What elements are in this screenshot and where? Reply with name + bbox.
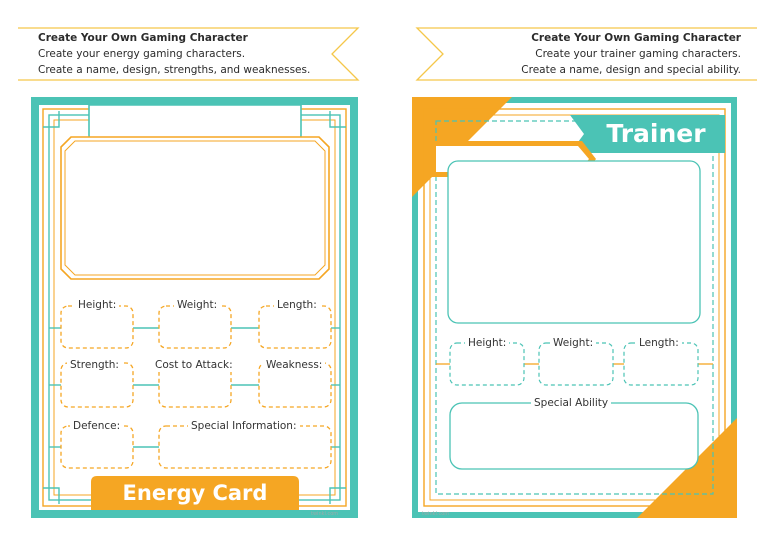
- weakness-label: Weakness:: [263, 359, 326, 372]
- trainer-card: Trainer Height: Weight: Length: Special …: [412, 97, 737, 518]
- cost-to-attack-label: Cost to Attack:: [152, 359, 236, 372]
- right-banner-line-2: Create a name, design and special abilit…: [521, 64, 741, 76]
- right-banner-line-1: Create your trainer gaming characters.: [535, 48, 741, 60]
- trainer-card-site: twinkl.com: [422, 511, 450, 517]
- right-banner-text: Create Your Own Gaming Character Create …: [521, 30, 741, 78]
- energy-card-site: twinkl.com: [311, 511, 339, 517]
- trainer-card-title: Trainer: [606, 119, 706, 148]
- left-banner-ribbon: [18, 27, 360, 81]
- energy-card-title: Energy Card: [122, 481, 268, 505]
- left-banner-title: Create Your Own Gaming Character: [38, 32, 248, 44]
- trainer-length-label: Length:: [636, 337, 682, 350]
- left-banner-line-2: Create a name, design, strengths, and we…: [38, 64, 311, 76]
- height-label: Height:: [75, 299, 120, 312]
- left-instruction-banner: Create Your Own Gaming Character Create …: [18, 26, 363, 82]
- right-banner-title: Create Your Own Gaming Character: [531, 32, 741, 44]
- special-information-label: Special Information:: [188, 420, 300, 433]
- strength-label: Strength:: [67, 359, 122, 372]
- weight-label: Weight:: [174, 299, 221, 312]
- energy-card: Height: Weight: Length: Strength: Cost t…: [31, 97, 358, 518]
- right-banner-ribbon: [415, 27, 757, 81]
- left-banner-line-1: Create your energy gaming characters.: [38, 48, 246, 60]
- defence-label: Defence:: [70, 420, 124, 433]
- special-ability-label: Special Ability: [531, 397, 612, 410]
- trainer-card-frame: [412, 97, 737, 518]
- length-label: Length:: [274, 299, 320, 312]
- left-banner-text: Create Your Own Gaming Character Create …: [38, 30, 310, 78]
- trainer-weight-label: Weight:: [550, 337, 597, 350]
- trainer-height-label: Height:: [465, 337, 510, 350]
- right-instruction-banner: Create Your Own Gaming Character Create …: [412, 26, 757, 82]
